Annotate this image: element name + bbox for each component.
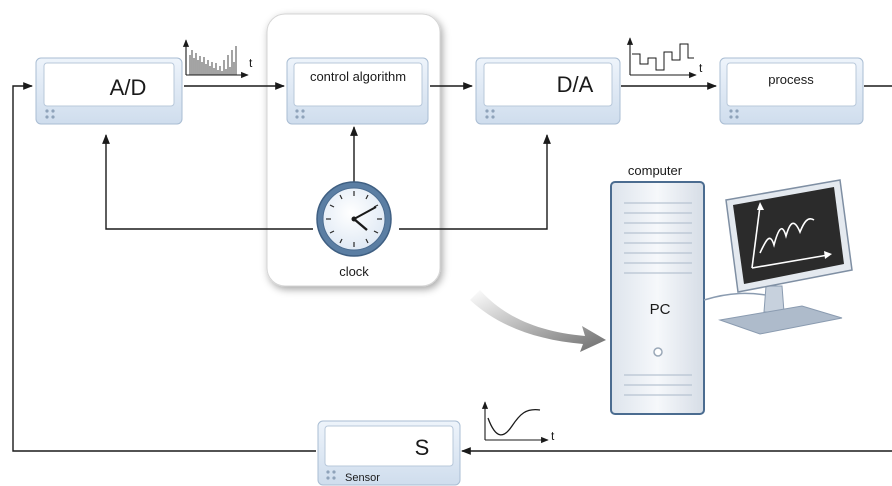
ad-converter-block: A/D: [35, 57, 183, 125]
monitor-icon: [703, 179, 853, 335]
sensor-time-axis-label: t: [551, 429, 555, 443]
process-block: process: [719, 57, 864, 125]
computer-label: computer: [628, 163, 683, 178]
ad-time-axis-label: t: [249, 56, 253, 70]
pc-tower-icon: [610, 181, 705, 415]
da-converter-block: D/A: [475, 57, 621, 125]
pc-label: PC: [650, 301, 671, 318]
clock-icon: [316, 181, 392, 257]
curved-arrow-icon: [470, 290, 606, 352]
sensor-label: S: [415, 435, 430, 460]
control-algorithm-label: control algorithm: [310, 69, 406, 84]
staircase-signal-icon: [626, 37, 697, 79]
clock-label: clock: [339, 264, 369, 279]
arrow-clock-to-da: [399, 134, 551, 230]
process-label: process: [768, 72, 814, 87]
signal-lines: [12, 82, 892, 455]
da-label: D/A: [557, 72, 594, 97]
sampled-signal-icon: [182, 39, 249, 79]
sensor-block: S Sensor: [317, 420, 461, 486]
da-time-axis-label: t: [699, 61, 703, 75]
arrow-clock-to-ad: [102, 134, 313, 230]
control-algorithm-block: control algorithm: [286, 57, 429, 125]
arrow-sensor-to-ad: [12, 82, 316, 452]
continuous-signal-icon: [481, 401, 549, 444]
sensor-tag: Sensor: [345, 472, 380, 484]
ad-label: A/D: [110, 75, 147, 100]
